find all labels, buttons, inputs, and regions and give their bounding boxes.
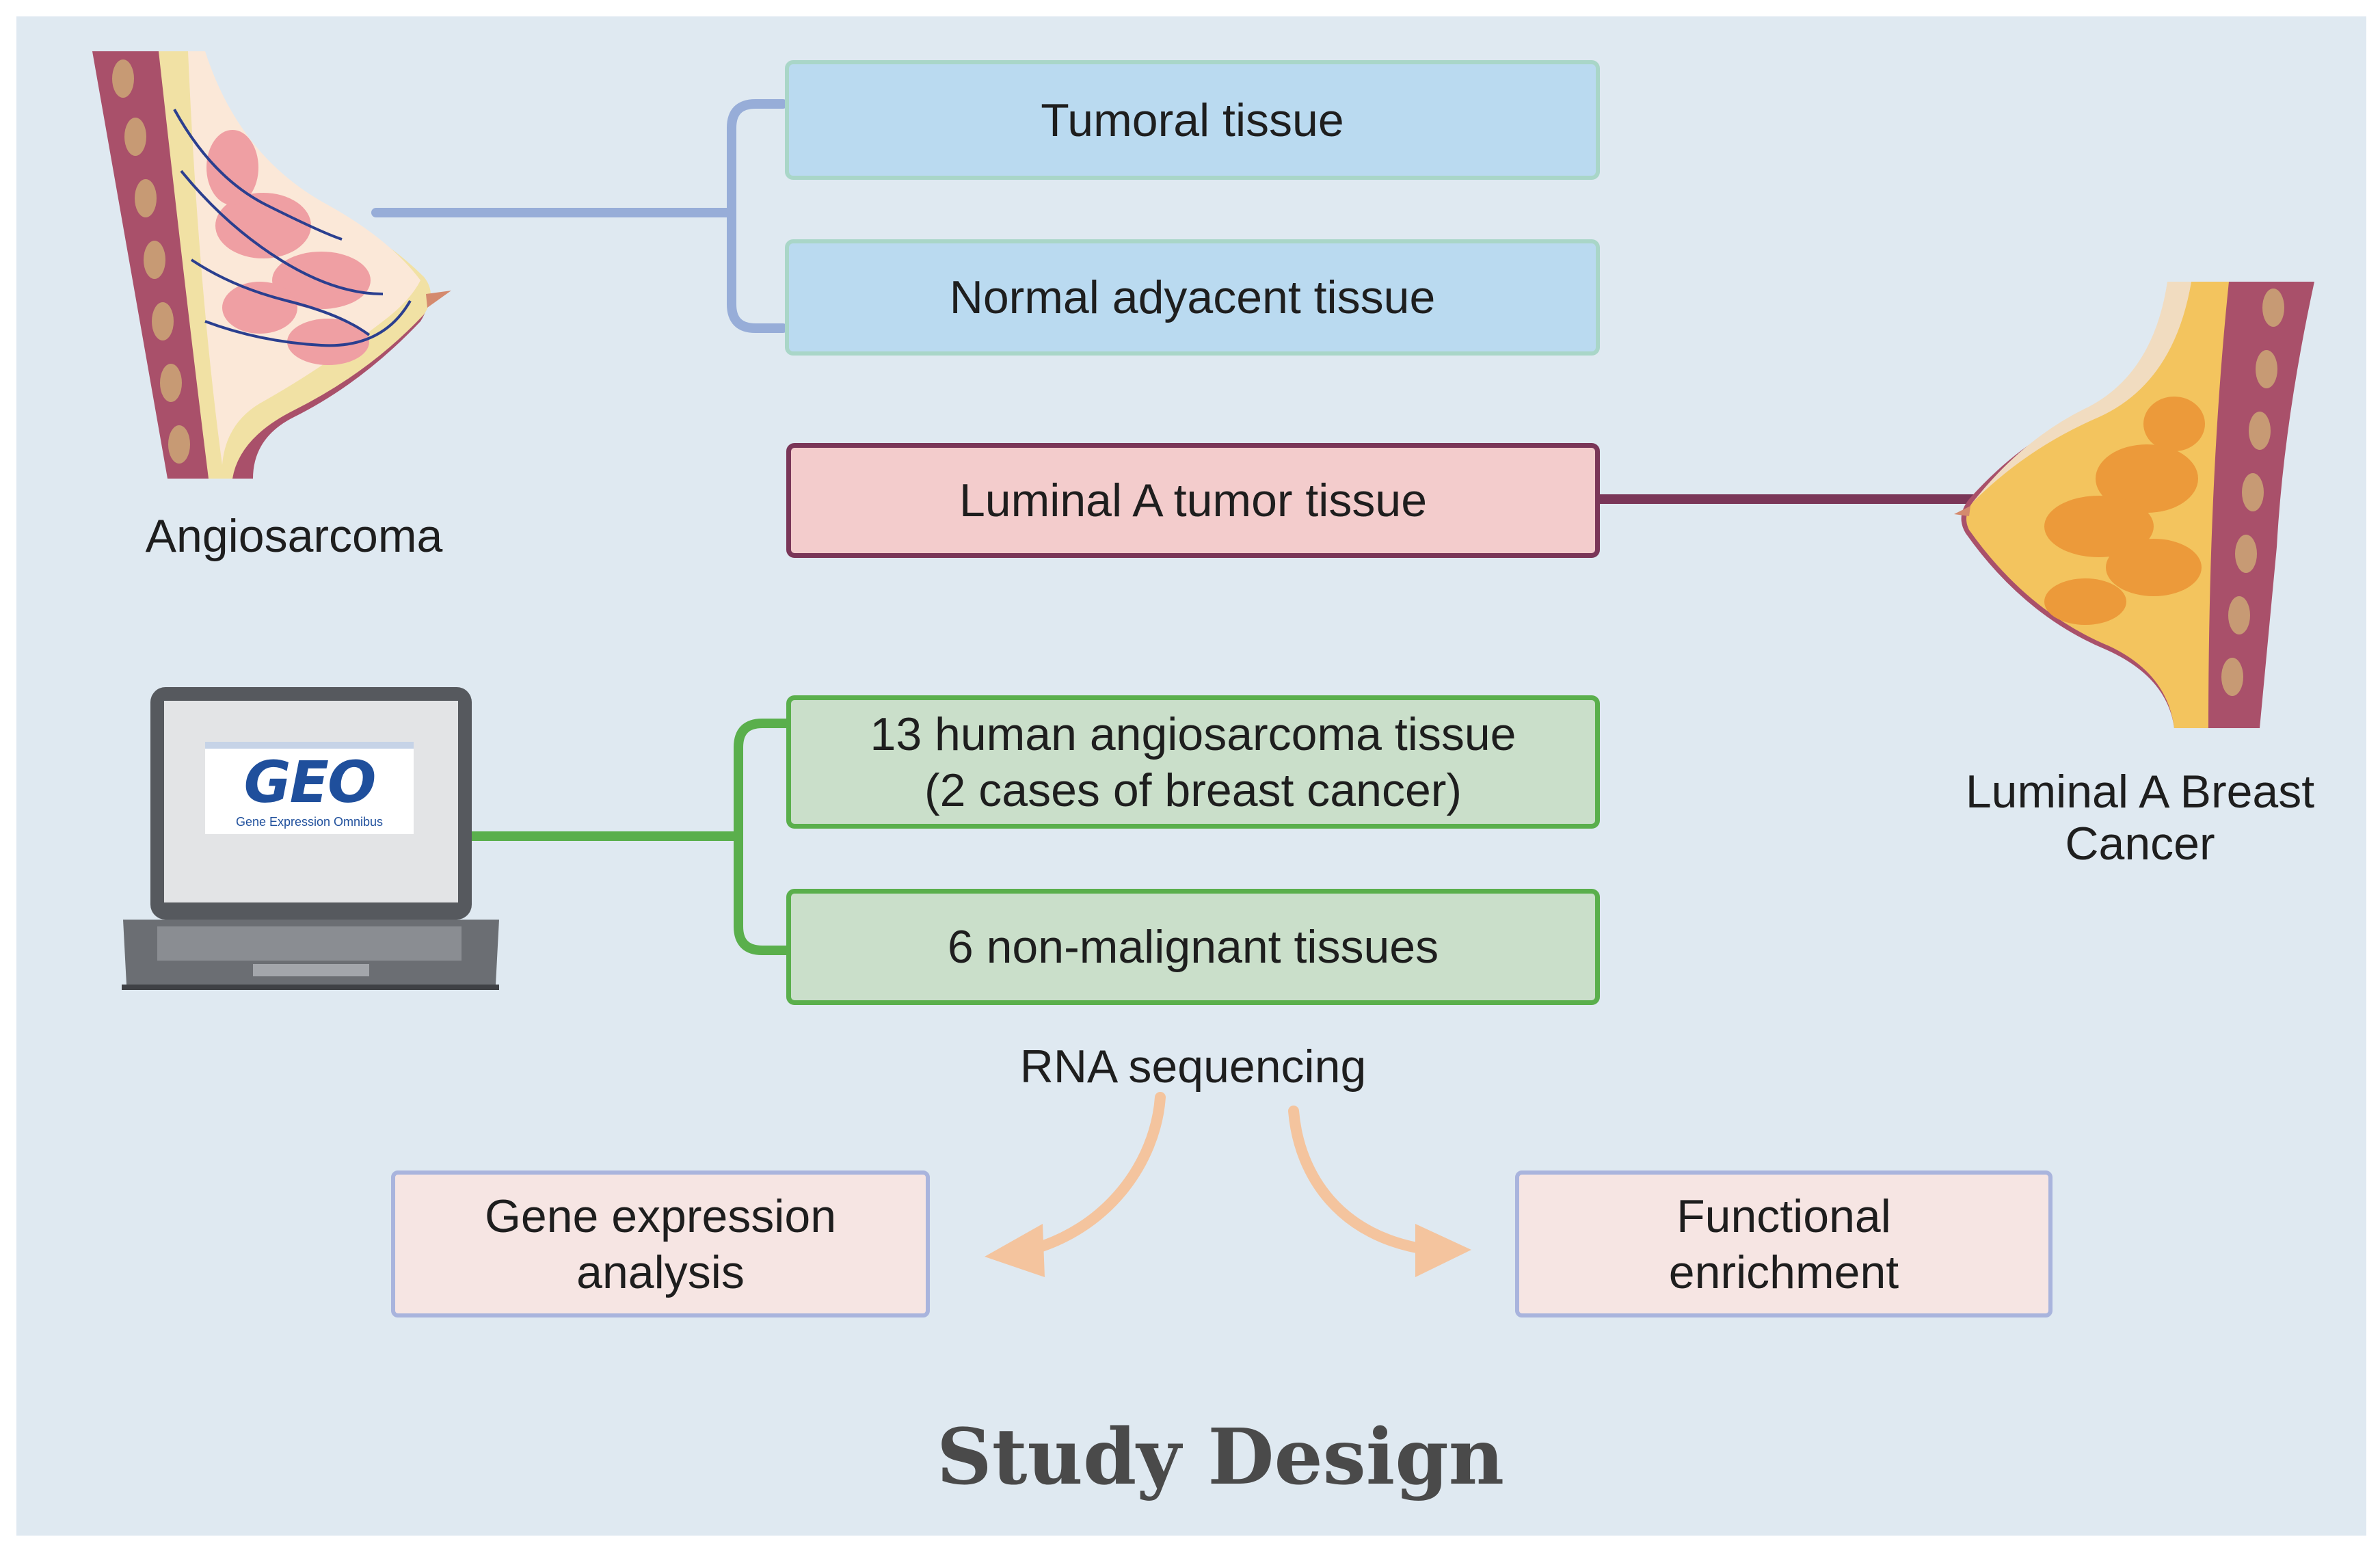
geo-logo: GEO [243, 749, 377, 816]
breast-anatomy-luminal-icon [1954, 282, 2314, 728]
breast-anatomy-angiosarcoma-icon [92, 51, 451, 479]
arrow-to-gene-expression-icon [985, 1092, 1166, 1277]
tissue-bracket-connector [371, 99, 788, 333]
gene-expression-analysis-box: Gene expression analysis [391, 1170, 930, 1317]
geo-logo-caption: Gene Expression Omnibus [235, 815, 384, 829]
arrow-to-functional-enrichment-icon [1288, 1106, 1471, 1277]
normal-adjacent-tissue-box: Normal adyacent tissue [785, 239, 1600, 356]
figure-title: Study Design [936, 1413, 1505, 1502]
luminal-a-tumor-tissue-box: Luminal A tumor tissue [786, 443, 1600, 558]
angiosarcoma-tissue-box: 13 human angiosarcoma tissue (2 cases of… [786, 695, 1600, 829]
rna-sequencing-label: RNA sequencing [1019, 1041, 1367, 1093]
angiosarcoma-label: Angiosarcoma [145, 510, 443, 562]
non-malignant-tissues-box: 6 non-malignant tissues [786, 889, 1600, 1005]
tumoral-tissue-box: Tumoral tissue [785, 60, 1600, 180]
geo-bracket-connector [467, 719, 791, 955]
laptop-geo-icon [122, 687, 499, 990]
luminal-a-breast-cancer-label: Luminal A Breast Cancer [1965, 766, 2315, 870]
functional-enrichment-box: Functional enrichment [1515, 1170, 2053, 1317]
